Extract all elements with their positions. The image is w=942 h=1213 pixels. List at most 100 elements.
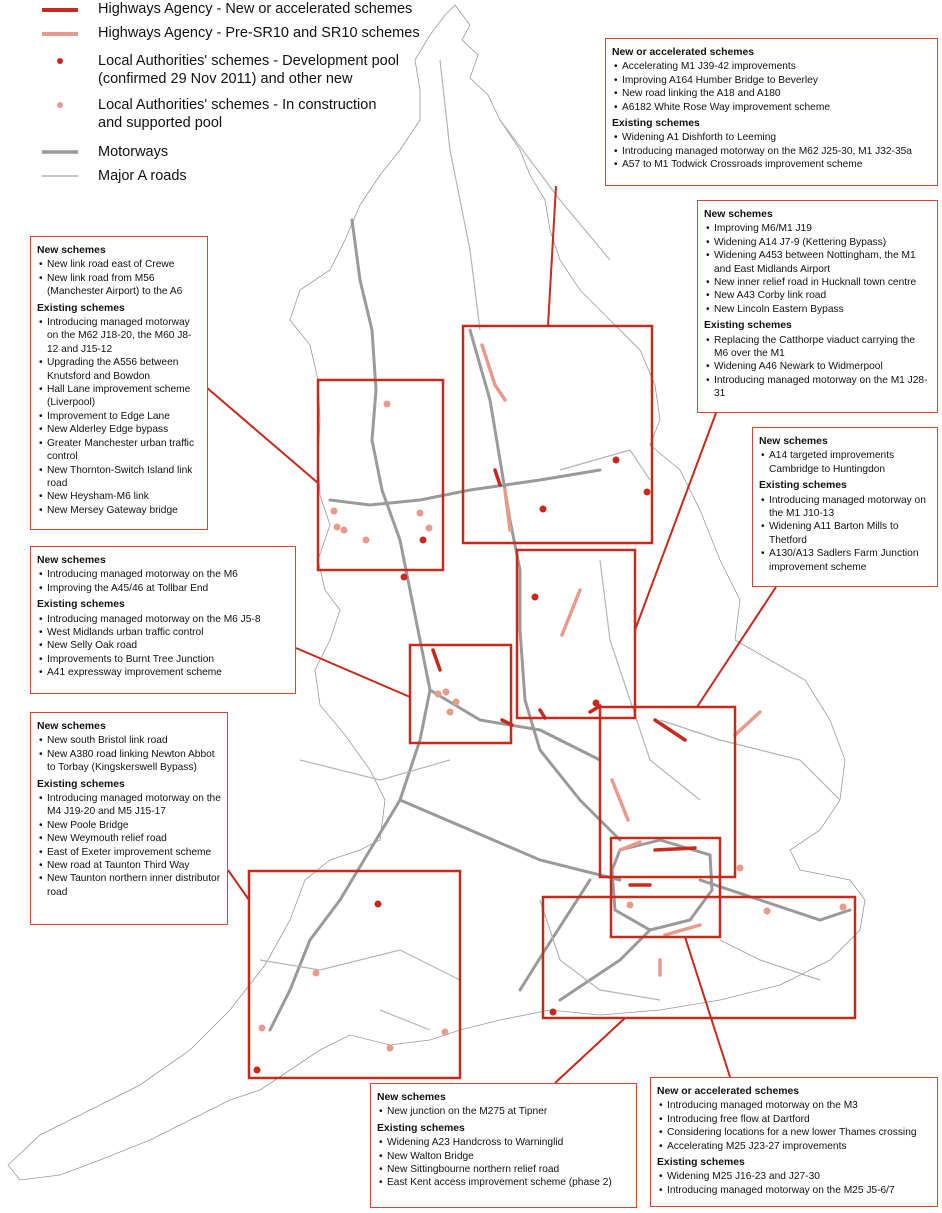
scheme-callout-south-east: New or accelerated schemesIntroducing ma… <box>650 1077 938 1207</box>
section-heading: Existing schemes <box>657 1157 745 1169</box>
scheme-item: Considering locations for a new lower Th… <box>657 1126 931 1140</box>
scheme-item: Improving A164 Humber Bridge to Beverley <box>612 74 931 88</box>
scheme-item: Improvement to Edge Lane <box>37 410 201 424</box>
section-heading: New schemes <box>37 555 106 566</box>
legend-label: Major A roads <box>98 168 187 184</box>
scheme-item: New road linking the A18 and A180 <box>612 87 931 101</box>
section-heading: Existing schemes <box>612 118 700 130</box>
region-south-east <box>541 895 857 1020</box>
scheme-item: East of Exeter improvement scheme <box>37 846 221 860</box>
region-north-west <box>316 378 445 572</box>
callout-connectors <box>205 185 777 1084</box>
scheme-list: Introducing managed motorway on the M3In… <box>657 1099 931 1153</box>
scheme-list: Introducing managed motorway on the M1 J… <box>759 494 931 574</box>
scheme-list: Introducing managed motorway on the M4 J… <box>37 792 221 899</box>
scheme-item: New Mersey Gateway bridge <box>37 504 201 518</box>
section-heading: Existing schemes <box>37 302 125 314</box>
scheme-item: Introducing managed motorway on the M62 … <box>37 316 201 356</box>
scheme-item: A57 to M1 Todwick Crossroads improvement… <box>612 158 931 172</box>
scheme-list: Widening A23 Handcross to WarninglidNew … <box>377 1136 630 1190</box>
scheme-item: New south Bristol link road <box>37 734 221 748</box>
scheme-list: New link road east of CreweNew link road… <box>37 258 201 298</box>
scheme-item: New Sittingbourne northern relief road <box>377 1163 630 1177</box>
scheme-item: New Selly Oak road <box>37 639 289 653</box>
legend-label: Highways Agency - New or accelerated sch… <box>98 1 413 17</box>
scheme-item: Replacing the Catthorpe viaduct carrying… <box>704 334 931 361</box>
scheme-item: Widening A453 between Nottingham, the M1… <box>704 249 931 276</box>
scheme-list: A14 targeted improvements Cambridge to H… <box>759 449 931 476</box>
scheme-list: Widening A1 Dishforth to LeemingIntroduc… <box>612 131 931 172</box>
scheme-item: Hall Lane improvement scheme (Liverpool) <box>37 383 201 410</box>
scheme-item: A41 expressway improvement scheme <box>37 666 289 680</box>
scheme-callout-east: New schemesA14 targeted improvements Cam… <box>752 427 938 587</box>
thin-grey-line-icon <box>42 175 78 177</box>
section-heading: Existing schemes <box>37 599 125 611</box>
scheme-item: New A380 road linking Newton Abbot to To… <box>37 748 221 775</box>
scheme-item: Introducing managed motorway on the M1 J… <box>759 494 931 521</box>
scheme-item: Widening A14 J7-9 (Kettering Bypass) <box>704 236 931 250</box>
scheme-item: New Taunton northern inner distributor r… <box>37 872 221 899</box>
section-heading: New schemes <box>37 721 106 732</box>
scheme-item: New Heysham-M6 link <box>37 490 201 504</box>
scheme-item: New Poole Bridge <box>37 819 221 833</box>
scheme-list: Accelerating M1 J39-42 improvementsImpro… <box>612 60 931 114</box>
legend-label: Local Authorities' schemes - In construc… <box>98 97 377 113</box>
region-london <box>609 836 722 939</box>
section-heading: New or accelerated schemes <box>612 47 755 58</box>
section-heading: New or accelerated schemes <box>657 1086 800 1097</box>
scheme-item: Widening A1 Dishforth to Leeming <box>612 131 931 145</box>
scheme-callout-east-midlands: New schemesImproving M6/M1 J19Widening A… <box>697 200 938 413</box>
scheme-list: Widening M25 J16-23 and J27-30Introducin… <box>657 1170 931 1197</box>
thick-grey-line-icon <box>42 150 78 154</box>
scheme-item: Upgrading the A556 between Knutsford and… <box>37 356 201 383</box>
ha-new-schemes <box>431 468 697 887</box>
scheme-callout-yorkshire: New or accelerated schemesAccelerating M… <box>605 38 938 186</box>
scheme-item: Accelerating M25 J23-27 improvements <box>657 1140 931 1154</box>
thick-pink-line-icon <box>42 32 78 36</box>
scheme-item: New Thornton-Switch Island link road <box>37 464 201 491</box>
scheme-item: Introducing managed motorway on the M62 … <box>612 145 931 159</box>
scheme-item: A14 targeted improvements Cambridge to H… <box>759 449 931 476</box>
scheme-item: Improving M6/M1 J19 <box>704 222 931 236</box>
scheme-item: New inner relief road in Hucknall town c… <box>704 276 931 290</box>
scheme-list: Introducing managed motorway on the M6 J… <box>37 613 289 680</box>
dark-red-dot-icon <box>57 58 63 64</box>
scheme-list: Introducing managed motorway on the M6Im… <box>37 568 289 595</box>
scheme-list: Introducing managed motorway on the M62 … <box>37 316 201 518</box>
legend-label: Motorways <box>98 144 169 160</box>
legend-label: Local Authorities' schemes - Development… <box>98 53 399 69</box>
section-heading: Existing schemes <box>37 778 125 790</box>
scheme-list: Replacing the Catthorpe viaduct carrying… <box>704 334 931 401</box>
section-heading: New schemes <box>37 245 106 256</box>
scheme-callout-west-midlands: New schemesIntroducing managed motorway … <box>30 546 296 694</box>
scheme-item: New Alderley Edge bypass <box>37 423 201 437</box>
scheme-item: New link road east of Crewe <box>37 258 201 272</box>
scheme-list: Improving M6/M1 J19Widening A14 J7-9 (Ke… <box>704 222 931 316</box>
scheme-item: Introducing managed motorway on the M1 J… <box>704 374 931 401</box>
scheme-item: New Lincoln Eastern Bypass <box>704 303 931 317</box>
scheme-item: New road at Taunton Third Way <box>37 859 221 873</box>
scheme-item: Widening A23 Handcross to Warninglid <box>377 1136 630 1150</box>
major-a-roads <box>259 59 841 1031</box>
scheme-item: East Kent access improvement scheme (pha… <box>377 1176 630 1190</box>
scheme-item: Improving the A45/46 at Tollbar End <box>37 582 289 596</box>
scheme-item: A6182 White Rose Way improvement scheme <box>612 101 931 115</box>
scheme-item: Introducing free flow at Dartford <box>657 1113 931 1127</box>
region-yorkshire <box>461 324 654 545</box>
scheme-item: Introducing managed motorway on the M4 J… <box>37 792 221 819</box>
scheme-item: New Weymouth relief road <box>37 832 221 846</box>
legend-label-line2: (confirmed 29 Nov 2011) and other new <box>98 71 353 87</box>
scheme-item: Accelerating M1 J39-42 improvements <box>612 60 931 74</box>
legend-label-line2: and supported pool <box>98 115 223 131</box>
scheme-item: Widening A11 Barton Mills to Thetford <box>759 520 931 547</box>
scheme-item: New link road from M56 (Manchester Airpo… <box>37 272 201 299</box>
scheme-item: Introducing managed motorway on the M3 <box>657 1099 931 1113</box>
scheme-item: New Walton Bridge <box>377 1150 630 1164</box>
region-east-midlands <box>515 548 637 720</box>
region-outlines <box>247 324 857 1080</box>
scheme-item: New A43 Corby link road <box>704 289 931 303</box>
scheme-item: Introducing managed motorway on the M6 <box>37 568 289 582</box>
section-heading: Existing schemes <box>759 480 847 492</box>
